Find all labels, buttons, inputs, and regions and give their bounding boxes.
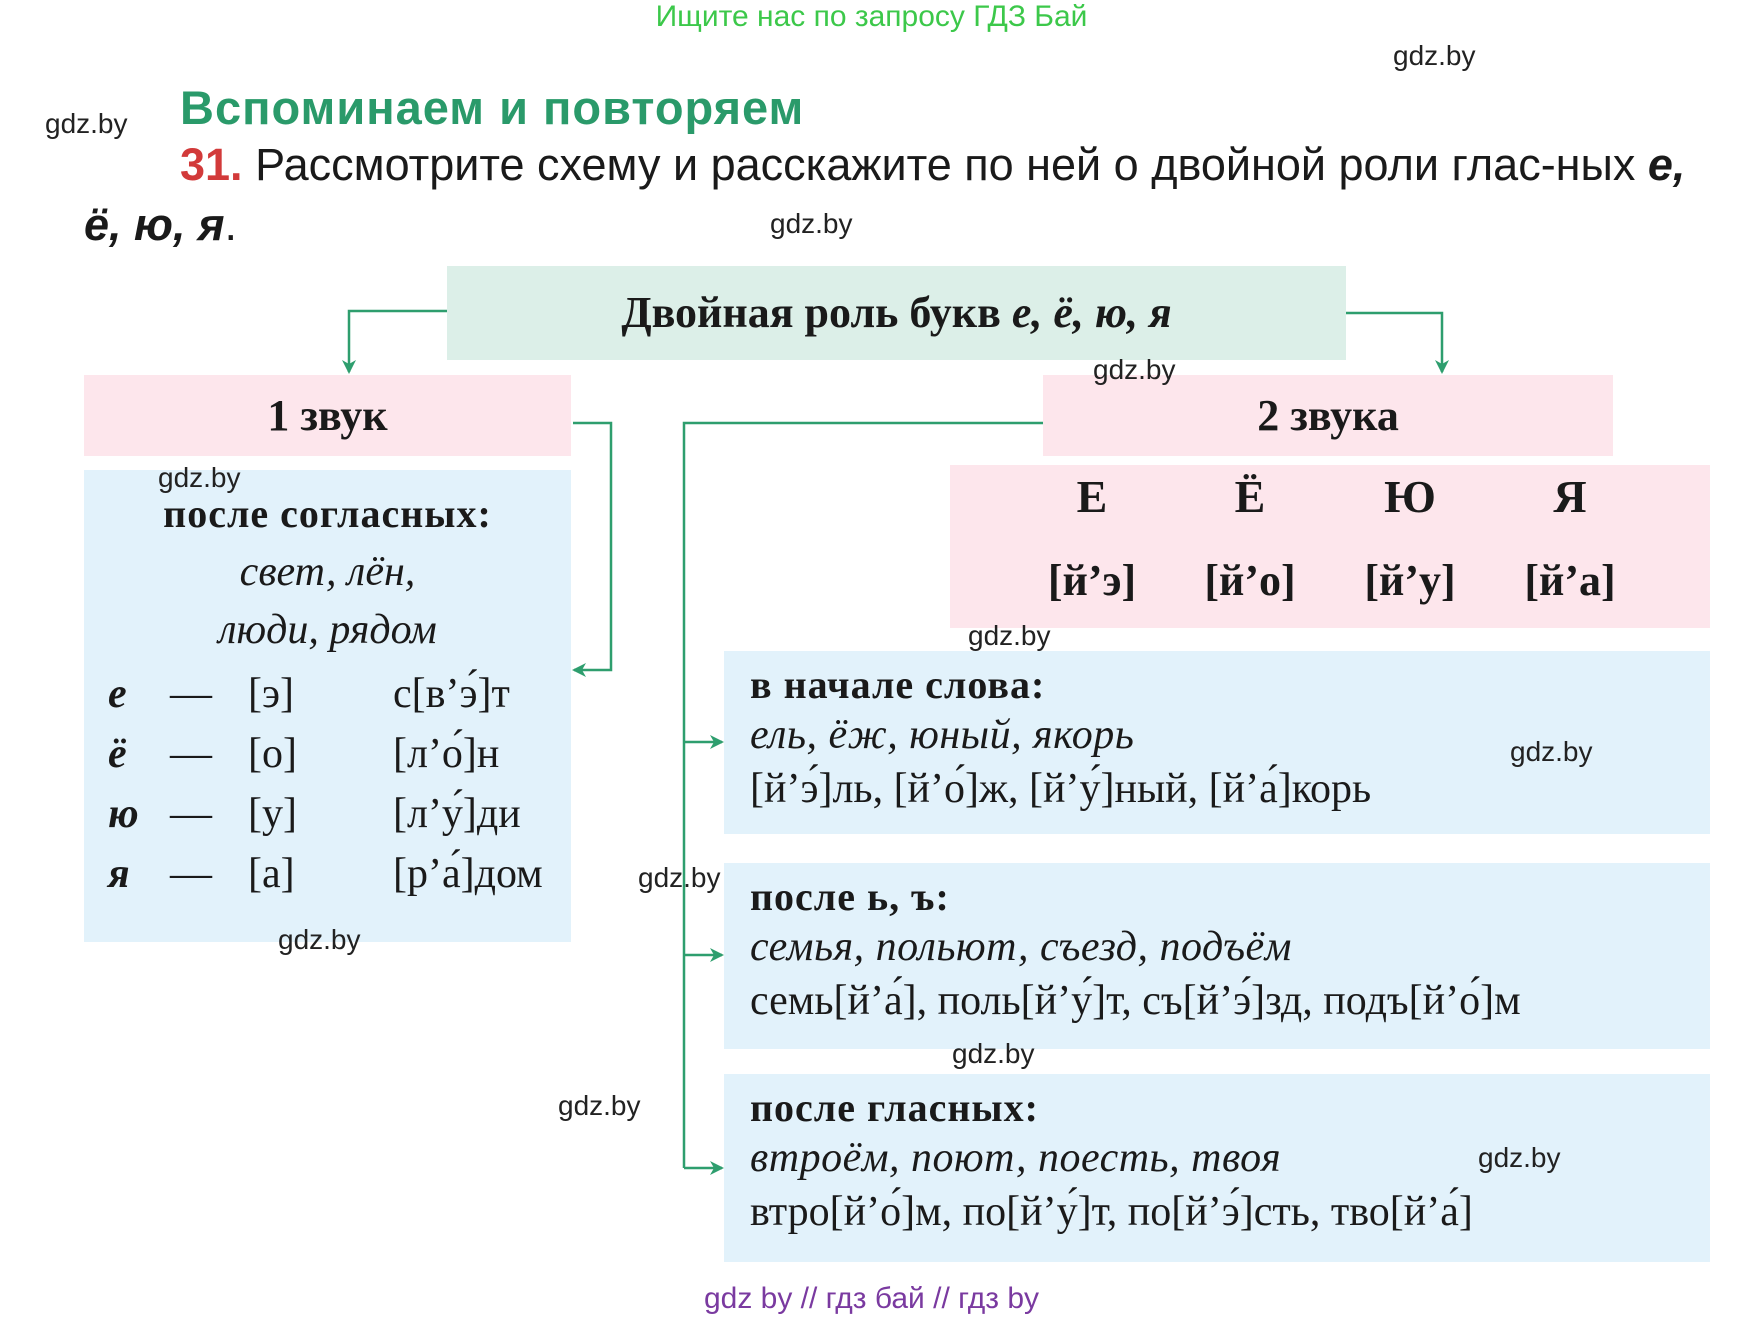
task-body: Рассмотрите схему и расскажите по ней о …: [255, 139, 1648, 190]
case-word-start: в начале слова: ель, ёж, юный, якорь [й’…: [724, 651, 1710, 834]
letter-ya-split: Я [й’а]: [1524, 471, 1616, 605]
arrow-to-one-sound: [342, 309, 447, 374]
task-number: 31.: [180, 139, 243, 190]
sound-row: ё—[о][л’о́]н: [108, 731, 500, 777]
two-sounds-letters: Е [й’э] Ё [й’о] Ю [й’у] Я [й’а]: [950, 465, 1710, 628]
watermark: gdz.by: [1093, 354, 1176, 385]
watermark: gdz.by: [1510, 736, 1593, 767]
one-sound-header: 1 звук: [84, 375, 571, 456]
footer-links: gdz by // гдз бай // гдз by: [703, 1282, 1040, 1315]
example-words-1: свет, лён,: [239, 549, 416, 595]
watermark: gdz.by: [45, 108, 128, 139]
sound-row: ю—[у][л’у́]ди: [108, 791, 521, 837]
arrow-to-left-panel: [572, 421, 613, 677]
letter-e-split: Е [й’э]: [1047, 471, 1137, 605]
sound-row: е—[э]с[в’э́]т: [108, 671, 510, 717]
watermark: gdz.by: [770, 208, 853, 239]
diagram-header: Двойная роль букв е, ё, ю, я: [447, 266, 1346, 360]
watermark: gdz.by: [638, 862, 721, 893]
after-consonants-title: после согласных:: [163, 491, 492, 536]
task-text: 31. Рассмотрите схему и расскажите по не…: [84, 139, 1686, 250]
case-after-vowels: после гласных: втроём, поют, поесть, тво…: [724, 1074, 1710, 1262]
section-title: Вспоминаем и повторяем: [180, 81, 805, 134]
one-sound-panel: после согласных: свет, лён, люди, рядом …: [84, 470, 571, 942]
arrow-to-two-sounds: [1346, 311, 1449, 374]
example-words-2: люди, рядом: [218, 607, 437, 653]
watermark: gdz.by: [968, 620, 1051, 651]
watermark: gdz.by: [278, 924, 361, 955]
watermark: gdz.by: [158, 462, 241, 493]
sound-row: я—[а][р’а́]дом: [108, 851, 543, 897]
letter-yu-split: Ю [й’у]: [1364, 471, 1456, 605]
watermark: gdz.by: [952, 1038, 1035, 1069]
top-banner: Ищите нас по запросу ГДЗ Бай: [655, 0, 1088, 33]
case-after-signs: после ь, ъ: семья, польют, съезд, подъём…: [724, 863, 1710, 1049]
watermark: gdz.by: [558, 1090, 641, 1121]
task-letters: е, ё, ю, я: [84, 139, 1686, 250]
two-sounds-header: 2 звука: [1043, 375, 1613, 456]
letter-yo-split: Ё [й’о]: [1204, 471, 1296, 605]
watermark: gdz.by: [1478, 1142, 1561, 1173]
trunk-line: [682, 421, 1043, 1168]
watermark: gdz.by: [1393, 40, 1476, 71]
